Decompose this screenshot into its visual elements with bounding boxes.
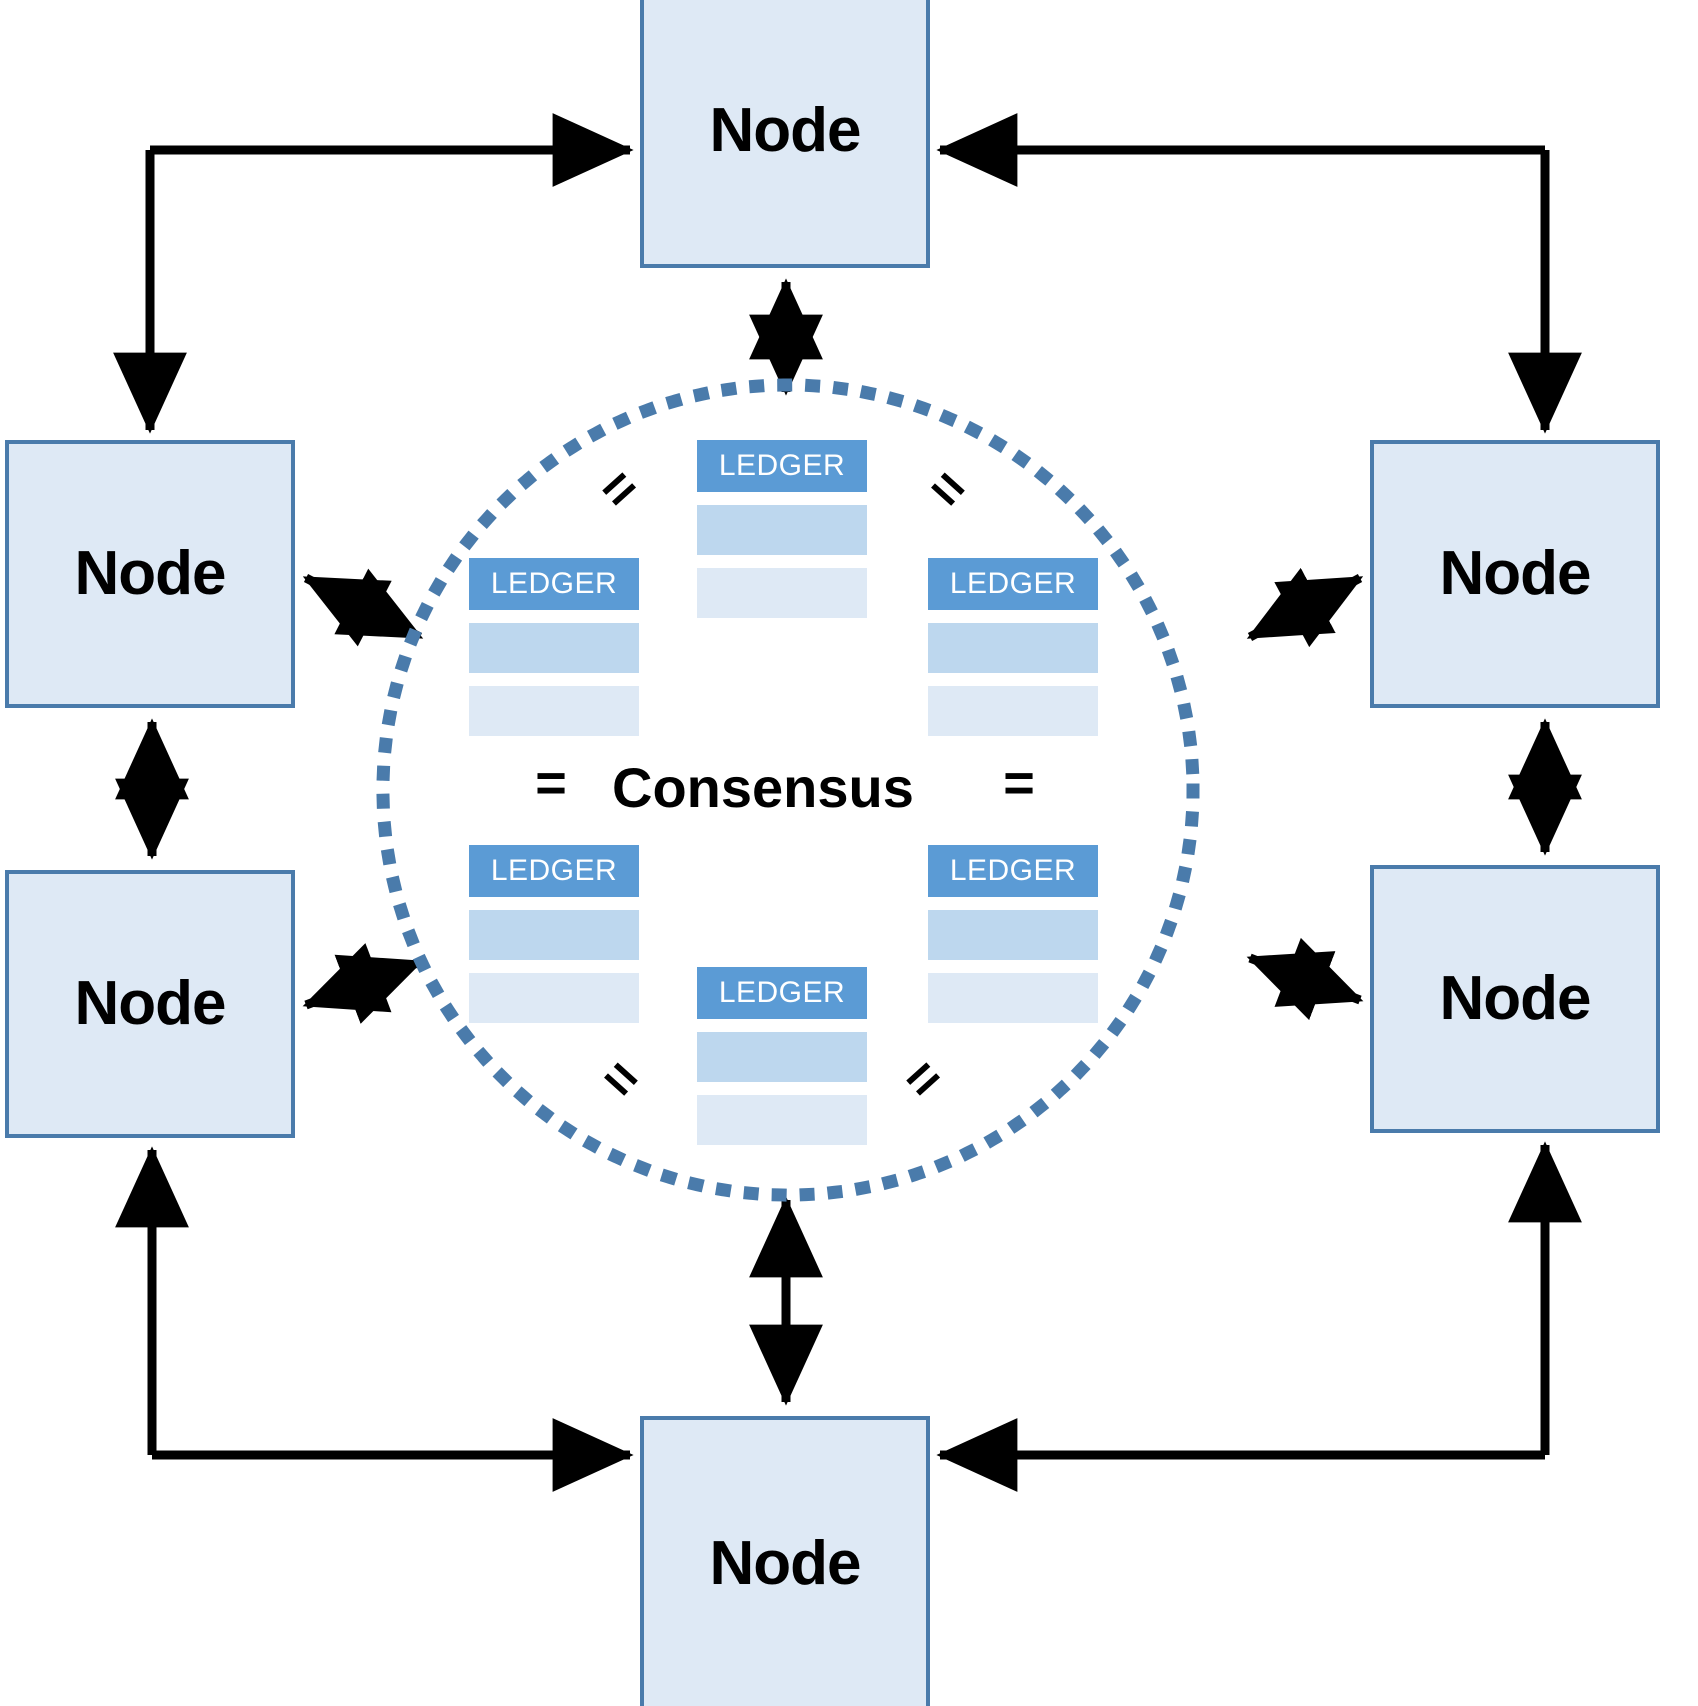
ledger-upper-left-row-1 [469,623,639,673]
ledger-lower-left-row-2 [469,973,639,1023]
ledger-top-header: LEDGER [697,440,867,492]
arrow-leftupper-to-circle [302,568,424,647]
ledger-upper-right-row-1 [928,623,1098,673]
node-right-upper-label: Node [1439,539,1592,608]
node-right-lower-label: Node [1439,964,1592,1033]
ledger-bottom-row-1 [697,1032,867,1082]
ledger-lower-right-row-2 [928,973,1098,1023]
equals-mark-bottom-right: = [891,1046,955,1112]
equals-mark-bottom-left: = [589,1046,653,1112]
equals-mark-top-right: = [916,456,980,522]
ledger-lower-left-row-1 [469,910,639,960]
node-bottom-label: Node [709,1529,862,1598]
ledger-upper-right[interactable]: LEDGER [928,558,1098,736]
node-left-lower[interactable]: Node [5,870,295,1138]
arrow-leftlower-to-circle [302,943,424,1024]
arrow-rightlower-to-circle [1246,937,1364,1021]
node-left-upper-label: Node [74,539,227,608]
ledger-upper-right-header: LEDGER [928,558,1098,610]
ledger-top-row-1 [697,505,867,555]
ledger-lower-right[interactable]: LEDGER [928,845,1098,1023]
ledger-top-row-2 [697,568,867,618]
node-left-upper[interactable]: Node [5,440,295,708]
ledger-bottom-header: LEDGER [697,967,867,1019]
node-top[interactable]: Node [640,0,930,268]
node-bottom[interactable]: Node [640,1416,930,1706]
equals-mark-mid-left: = [535,753,567,813]
ledger-upper-left-row-2 [469,686,639,736]
ledger-lower-right-header: LEDGER [928,845,1098,897]
arrow-rightupper-to-circle [1246,567,1364,648]
node-right-upper[interactable]: Node [1370,440,1660,708]
node-top-label: Node [709,96,862,165]
ledger-lower-right-row-1 [928,910,1098,960]
ledger-upper-left[interactable]: LEDGER [469,558,639,736]
ledger-lower-left-header: LEDGER [469,845,639,897]
ledger-bottom-row-2 [697,1095,867,1145]
ledger-upper-right-row-2 [928,686,1098,736]
consensus-label: Consensus [612,756,914,819]
equals-mark-top-left: = [587,456,651,522]
ledger-top[interactable]: LEDGER [697,440,867,618]
ledger-lower-left[interactable]: LEDGER [469,845,639,1023]
equals-mark-mid-right: = [1003,753,1035,813]
ledger-upper-left-header: LEDGER [469,558,639,610]
node-right-lower[interactable]: Node [1370,865,1660,1133]
ledger-bottom[interactable]: LEDGER [697,967,867,1145]
node-left-lower-label: Node [74,969,227,1038]
